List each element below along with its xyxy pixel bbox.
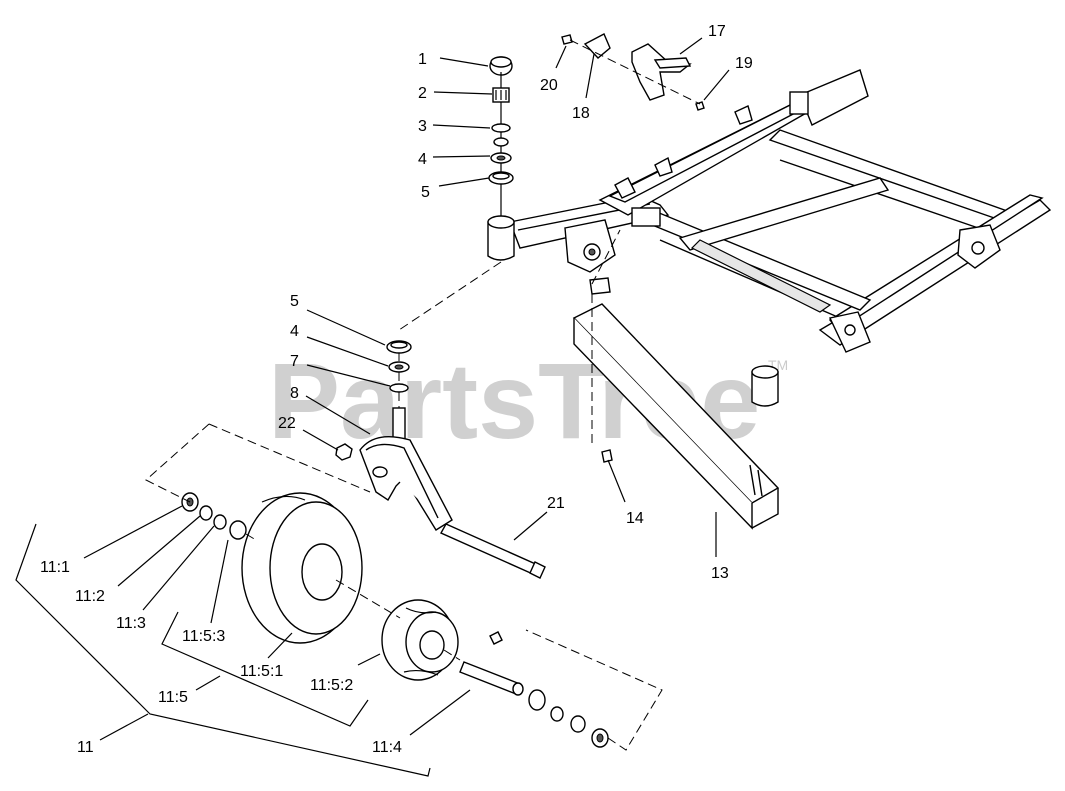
callout-11-4: 11:4	[372, 739, 402, 756]
callout-5-lower: 5	[290, 293, 299, 310]
assembly-line-axle	[245, 533, 461, 661]
callout-4-lower: 4	[290, 323, 299, 340]
leader-lines	[83, 37, 730, 736]
assembly-line-tube	[398, 261, 502, 331]
callout-11-5-2: 11:5:2	[310, 677, 353, 694]
bracket-screw	[561, 34, 573, 45]
bearing-cup-upper	[488, 171, 514, 185]
callout-11: 11	[77, 739, 94, 756]
bearing-cup-lower	[386, 340, 412, 354]
callout-20: 20	[540, 77, 558, 94]
callout-11-5-1: 11:5:1	[240, 663, 283, 680]
callout-17: 17	[708, 23, 726, 40]
right-washer	[550, 706, 564, 722]
wheel-rim	[381, 599, 459, 681]
bearing-upper	[490, 152, 512, 164]
callout-7: 7	[290, 353, 299, 370]
axle-spacer	[459, 661, 524, 696]
right-bearing-spacer	[528, 689, 546, 711]
left-bearing	[199, 505, 213, 521]
dust-cap	[489, 56, 513, 76]
callout-11-2: 11:2	[75, 588, 105, 605]
assembly-line-left	[145, 423, 210, 503]
callout-4-upper: 4	[418, 151, 427, 168]
callout-21: 21	[547, 495, 565, 512]
left-bearing-spacer	[229, 520, 247, 540]
axle-bolt	[440, 523, 546, 579]
callout-labels: 1 2 3 4 5 17 18 19 20 5 4 7 8 22 21 14 1…	[40, 23, 753, 756]
transport-bar	[572, 303, 780, 530]
callout-22: 22	[278, 415, 296, 432]
spacer-upper	[493, 137, 509, 147]
callout-11-3: 11:3	[116, 615, 146, 632]
bracket-plate	[583, 33, 611, 59]
callout-11-5: 11:5	[158, 689, 188, 706]
washer-upper	[491, 123, 511, 133]
jam-nut	[335, 443, 353, 461]
assembly-line-bar	[591, 229, 621, 448]
callout-8: 8	[290, 385, 299, 402]
bearing-lower	[388, 361, 410, 373]
right-bearing	[570, 715, 586, 733]
left-washer	[213, 514, 227, 530]
group-bracket-11	[15, 523, 431, 777]
right-seal	[591, 728, 609, 748]
pivot-bracket	[631, 43, 692, 101]
callout-14: 14	[626, 510, 644, 527]
assembly-line-right	[525, 629, 663, 751]
callout-5-upper: 5	[421, 184, 430, 201]
caster-fork	[359, 407, 453, 531]
grease-fitting	[489, 631, 503, 645]
seal	[389, 383, 409, 393]
callout-2: 2	[418, 85, 427, 102]
callout-11-5-3: 11:5:3	[182, 628, 225, 645]
callout-11-1: 11:1	[40, 559, 70, 576]
tire	[241, 492, 363, 644]
assembly-line-fork	[208, 423, 371, 493]
caster-pivot-tube	[487, 215, 515, 261]
callout-1: 1	[418, 51, 427, 68]
bracket-bolt	[695, 101, 705, 111]
bar-bracket	[589, 277, 611, 295]
callout-18: 18	[572, 105, 590, 122]
group-bracket-11-5	[161, 611, 369, 727]
main-frame	[509, 69, 1052, 407]
lock-nut	[492, 87, 510, 103]
callout-19: 19	[735, 55, 753, 72]
bar-nut	[601, 449, 613, 463]
callout-13: 13	[711, 565, 729, 582]
assembly-line-bracket	[569, 39, 701, 105]
callout-3: 3	[418, 118, 427, 135]
